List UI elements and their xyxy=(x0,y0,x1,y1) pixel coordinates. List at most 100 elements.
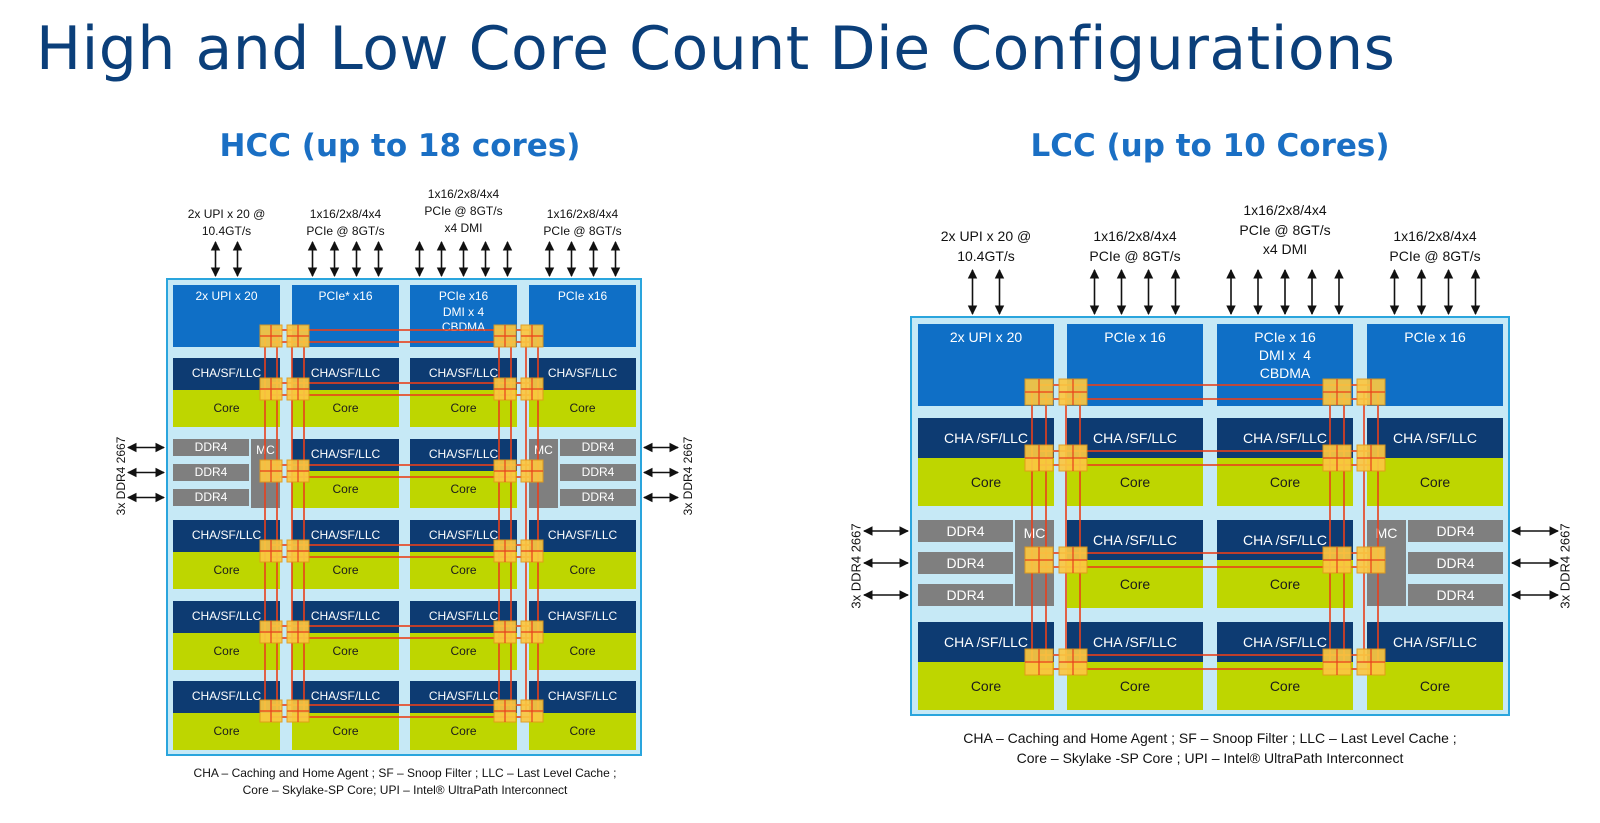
hcc-core-block: Core xyxy=(292,390,399,427)
hcc-cha-sf-llc-block: CHA/SF/LLC xyxy=(529,681,636,713)
lcc-memory-controller: MC xyxy=(1015,520,1054,606)
hcc-memory-channel-label: 3x DDR4 2667 xyxy=(681,436,695,516)
hcc-core-block: Core xyxy=(410,390,517,427)
hcc-ddr4-block: DDR4 xyxy=(173,439,249,456)
hcc-cha-sf-llc-block: CHA/SF/LLC xyxy=(410,358,517,390)
lcc-cha-sf-llc-block: CHA /SF/LLC xyxy=(1067,418,1203,458)
lcc-cha-sf-llc-block: CHA /SF/LLC xyxy=(1067,622,1203,662)
hcc-core-block: Core xyxy=(529,552,636,589)
hcc-subtitle: HCC (up to 18 cores) xyxy=(219,128,581,164)
hcc-core-block: Core xyxy=(529,713,636,750)
hcc-core-block: Core xyxy=(410,633,517,670)
hcc-core-block: Core xyxy=(292,471,399,508)
hcc-io-port-label: 1x16/2x8/4x4 PCIe @ 8GT/s xyxy=(306,207,385,238)
hcc-core-block: Core xyxy=(410,471,517,508)
hcc-core-block: Core xyxy=(292,633,399,670)
hcc-ddr4-block: DDR4 xyxy=(173,464,249,481)
hcc-legend-line-1: CHA – Caching and Home Agent ; SF – Snoo… xyxy=(193,766,617,780)
hcc-io-port-label: 2x UPI x 20 @ 10.4GT/s xyxy=(187,207,266,238)
hcc-io-block: PCIe* x16 xyxy=(292,285,399,347)
hcc-memory-controller: MC xyxy=(251,439,280,508)
hcc-cha-sf-llc-block: CHA/SF/LLC xyxy=(529,520,636,552)
hcc-core-block: Core xyxy=(292,713,399,750)
hcc-core-block: Core xyxy=(173,552,280,589)
hcc-cha-sf-llc-block: CHA/SF/LLC xyxy=(173,681,280,713)
hcc-io-block: PCIe x16 DMI x 4 CBDMA xyxy=(410,285,517,347)
lcc-ddr4-block: DDR4 xyxy=(918,520,1013,542)
hcc-cha-sf-llc-block: CHA/SF/LLC xyxy=(529,358,636,390)
hcc-cha-sf-llc-block: CHA/SF/LLC xyxy=(173,601,280,633)
hcc-core-block: Core xyxy=(529,390,636,427)
lcc-cha-sf-llc-block: CHA /SF/LLC xyxy=(918,418,1054,458)
lcc-core-block: Core xyxy=(918,662,1054,710)
hcc-cha-sf-llc-block: CHA/SF/LLC xyxy=(292,520,399,552)
lcc-memory-controller: MC xyxy=(1367,520,1406,606)
hcc-cha-sf-llc-block: CHA/SF/LLC xyxy=(292,601,399,633)
hcc-cha-sf-llc-block: CHA/SF/LLC xyxy=(173,358,280,390)
hcc-core-block: Core xyxy=(173,633,280,670)
hcc-cha-sf-llc-block: CHA/SF/LLC xyxy=(292,681,399,713)
hcc-legend-line-2: Core – Skylake-SP Core; UPI – Intel® Ult… xyxy=(242,783,568,798)
hcc-cha-sf-llc-block: CHA/SF/LLC xyxy=(410,681,517,713)
lcc-core-block: Core xyxy=(1067,662,1203,710)
lcc-core-block: Core xyxy=(1067,560,1203,608)
lcc-cha-sf-llc-block: CHA /SF/LLC xyxy=(918,622,1054,662)
lcc-core-block: Core xyxy=(1367,662,1503,710)
lcc-ddr4-block: DDR4 xyxy=(1408,520,1503,542)
lcc-io-port-label: 1x16/2x8/4x4 PCIe @ 8GT/s xyxy=(1089,228,1181,264)
hcc-core-block: Core xyxy=(529,633,636,670)
lcc-cha-sf-llc-block: CHA /SF/LLC xyxy=(1217,418,1353,458)
hcc-cha-sf-llc-block: CHA/SF/LLC xyxy=(410,520,517,552)
lcc-legend-line-2: Core – Skylake -SP Core ; UPI – Intel® U… xyxy=(1016,750,1404,767)
lcc-core-block: Core xyxy=(1367,458,1503,506)
hcc-io-block: 2x UPI x 20 xyxy=(173,285,280,347)
lcc-cha-sf-llc-block: CHA /SF/LLC xyxy=(1367,622,1503,662)
hcc-cha-sf-llc-block: CHA/SF/LLC xyxy=(529,601,636,633)
lcc-legend-line-1: CHA – Caching and Home Agent ; SF – Snoo… xyxy=(963,730,1457,746)
lcc-io-port-label: 1x16/2x8/4x4 PCIe @ 8GT/s xyxy=(1389,228,1481,264)
hcc-core-block: Core xyxy=(173,390,280,427)
hcc-core-block: Core xyxy=(292,552,399,589)
lcc-ddr4-block: DDR4 xyxy=(1408,584,1503,606)
lcc-core-block: Core xyxy=(1217,662,1353,710)
lcc-core-block: Core xyxy=(1217,458,1353,506)
hcc-die-boundary xyxy=(166,278,642,756)
hcc-core-block: Core xyxy=(410,713,517,750)
hcc-ddr4-block: DDR4 xyxy=(560,489,636,506)
hcc-memory-channel-label: 3x DDR4 2667 xyxy=(114,436,128,516)
page-title: High and Low Core Count Die Configuratio… xyxy=(36,14,1396,84)
lcc-cha-sf-llc-block: CHA /SF/LLC xyxy=(1217,520,1353,560)
lcc-core-block: Core xyxy=(918,458,1054,506)
hcc-ddr4-block: DDR4 xyxy=(560,439,636,456)
hcc-core-block: Core xyxy=(173,713,280,750)
hcc-cha-sf-llc-block: CHA/SF/LLC xyxy=(410,601,517,633)
hcc-core-block: Core xyxy=(410,552,517,589)
lcc-memory-channel-label: 3x DDR4 2667 xyxy=(848,523,864,609)
lcc-io-port-label: 2x UPI x 20 @ 10.4GT/s xyxy=(940,228,1032,264)
lcc-io-port-label: 1x16/2x8/4x4 PCIe @ 8GT/s x4 DMI xyxy=(1239,202,1331,258)
lcc-ddr4-block: DDR4 xyxy=(1408,552,1503,574)
lcc-io-block: PCIe x 16 xyxy=(1367,324,1503,406)
lcc-ddr4-block: DDR4 xyxy=(918,552,1013,574)
hcc-ddr4-block: DDR4 xyxy=(560,464,636,481)
lcc-core-block: Core xyxy=(1217,560,1353,608)
hcc-io-port-label: 1x16/2x8/4x4 PCIe @ 8GT/s x4 DMI xyxy=(424,187,503,235)
lcc-io-block: 2x UPI x 20 xyxy=(918,324,1054,406)
hcc-memory-controller: MC xyxy=(529,439,558,508)
lcc-subtitle: LCC (up to 10 Cores) xyxy=(1030,128,1390,164)
lcc-core-block: Core xyxy=(1067,458,1203,506)
hcc-cha-sf-llc-block: CHA/SF/LLC xyxy=(410,439,517,471)
lcc-io-block: PCIe x 16 DMI x 4 CBDMA xyxy=(1217,324,1353,406)
hcc-ddr4-block: DDR4 xyxy=(173,489,249,506)
lcc-ddr4-block: DDR4 xyxy=(918,584,1013,606)
hcc-cha-sf-llc-block: CHA/SF/LLC xyxy=(292,358,399,390)
lcc-memory-channel-label: 3x DDR4 2667 xyxy=(1557,523,1573,609)
hcc-io-port-label: 1x16/2x8/4x4 PCIe @ 8GT/s xyxy=(543,207,622,238)
lcc-cha-sf-llc-block: CHA /SF/LLC xyxy=(1217,622,1353,662)
lcc-cha-sf-llc-block: CHA /SF/LLC xyxy=(1067,520,1203,560)
lcc-io-block: PCIe x 16 xyxy=(1067,324,1203,406)
lcc-cha-sf-llc-block: CHA /SF/LLC xyxy=(1367,418,1503,458)
hcc-cha-sf-llc-block: CHA/SF/LLC xyxy=(173,520,280,552)
hcc-io-block: PCIe x16 xyxy=(529,285,636,347)
hcc-cha-sf-llc-block: CHA/SF/LLC xyxy=(292,439,399,471)
